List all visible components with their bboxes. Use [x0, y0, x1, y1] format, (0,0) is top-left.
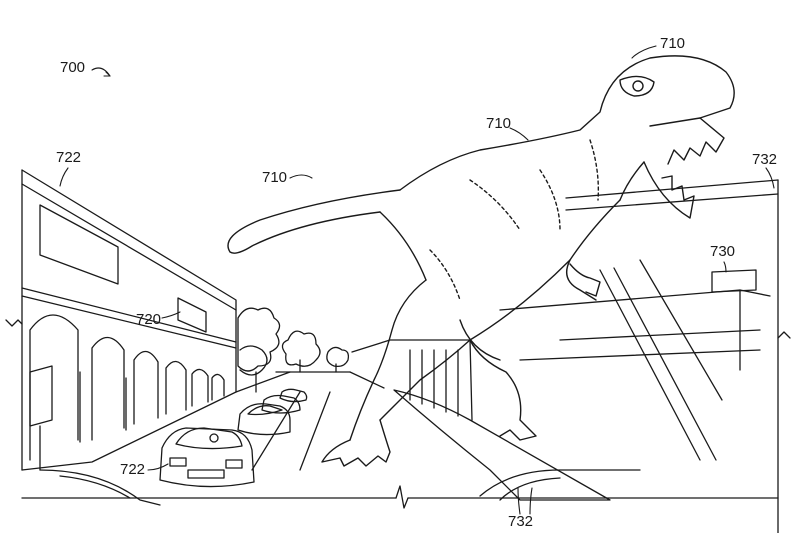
right-sign — [711, 269, 757, 293]
label-right-rail: 732 — [508, 513, 534, 530]
label-left-sign: 720 — [136, 311, 162, 328]
label-right-building: 732 — [752, 151, 778, 168]
dinosaur — [227, 55, 735, 467]
right-building — [499, 179, 779, 533]
label-left-car: 722 — [120, 461, 146, 478]
label-right-sign: 730 — [710, 243, 736, 260]
bridge-railing — [351, 339, 641, 501]
leader-lines — [59, 45, 775, 515]
trees — [237, 307, 351, 393]
road — [235, 371, 385, 471]
left-arcade — [29, 314, 225, 461]
left-building — [21, 169, 237, 471]
left-sign — [177, 297, 207, 333]
label-dinosaur-body: 710 — [486, 115, 512, 132]
label-dinosaur-head: 710 — [660, 35, 686, 52]
cars — [159, 388, 308, 488]
ground-break-line — [5, 319, 791, 509]
label-dinosaur-tail: 710 — [262, 169, 288, 186]
label-left-building: 722 — [56, 149, 82, 166]
label-figure-number: 700 — [60, 59, 86, 76]
